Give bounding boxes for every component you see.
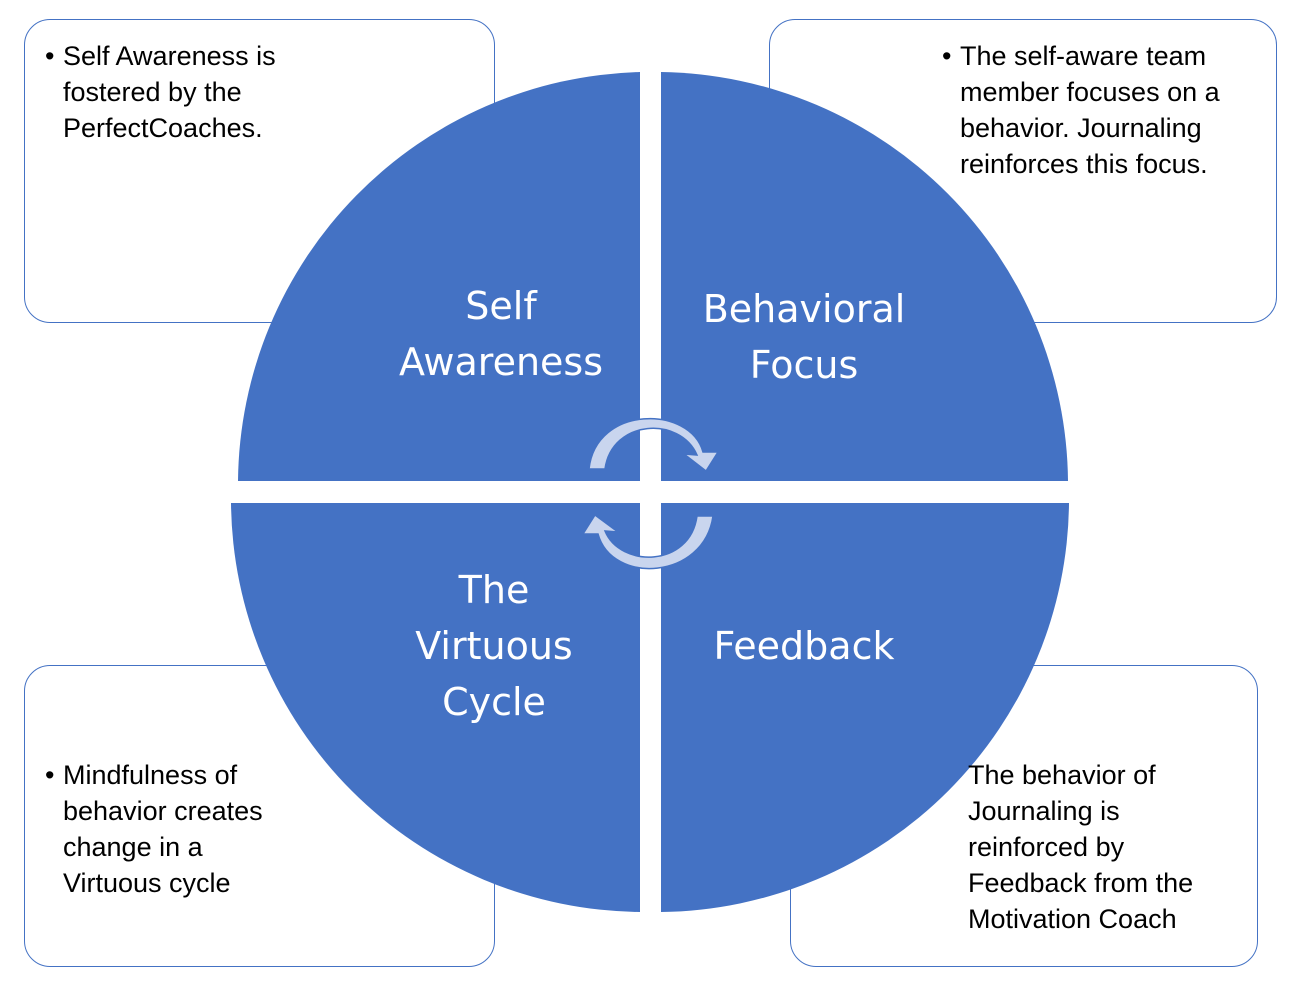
note-line: reinforces this focus. bbox=[960, 149, 1208, 179]
note-line: The behavior of bbox=[968, 760, 1156, 790]
note-line: behavior creates bbox=[63, 796, 263, 826]
label-line: Cycle bbox=[442, 680, 546, 724]
quadrant-feedback bbox=[661, 503, 1069, 912]
bullet-icon: • bbox=[45, 760, 55, 790]
quadrant-behavioral-focus bbox=[661, 72, 1068, 481]
note-line: Mindfulness of bbox=[63, 760, 238, 790]
note-line: Motivation Coach bbox=[968, 904, 1177, 934]
label-line: The bbox=[458, 568, 530, 612]
note-line: The self-aware team bbox=[960, 41, 1207, 71]
note-line: reinforced by bbox=[968, 832, 1125, 862]
note-top-left: • Self Awareness is fostered by the Perf… bbox=[45, 38, 276, 146]
bullet-icon: • bbox=[942, 41, 952, 71]
quadrant-virtuous-cycle bbox=[231, 503, 640, 912]
label-virtuous-cycle: The Virtuous Cycle bbox=[415, 562, 572, 730]
note-bottom-left: • Mindfulness of behavior creates change… bbox=[45, 757, 263, 901]
note-line: Journaling is bbox=[968, 796, 1120, 826]
label-line: Feedback bbox=[713, 624, 895, 668]
curved-arrow-bottom-icon bbox=[581, 513, 714, 570]
note-line: Virtuous cycle bbox=[63, 868, 231, 898]
quadrant-self-awareness bbox=[238, 72, 640, 481]
note-bottom-right: The behavior of Journaling is reinforced… bbox=[968, 757, 1193, 937]
label-self-awareness: Self Awareness bbox=[399, 278, 603, 390]
label-line: Behavioral bbox=[702, 287, 906, 331]
note-top-right: • The self-aware team member focuses on … bbox=[942, 38, 1220, 182]
curved-arrow-top-icon bbox=[588, 417, 720, 473]
bullet-icon: • bbox=[45, 41, 55, 71]
label-behavioral-focus: Behavioral Focus bbox=[703, 281, 906, 393]
note-line: change in a bbox=[63, 832, 203, 862]
label-feedback: Feedback bbox=[714, 618, 895, 674]
label-line: Awareness bbox=[398, 340, 604, 384]
note-line: fostered by the bbox=[63, 77, 242, 107]
label-line: Focus bbox=[749, 343, 859, 387]
label-line: Self bbox=[465, 284, 537, 328]
note-line: PerfectCoaches. bbox=[63, 113, 263, 143]
note-line: behavior. Journaling bbox=[960, 113, 1202, 143]
note-line: member focuses on a bbox=[960, 77, 1220, 107]
note-line: Feedback from the bbox=[968, 868, 1194, 898]
note-line: Self Awareness is bbox=[63, 41, 276, 71]
label-line: Virtuous bbox=[415, 624, 573, 668]
